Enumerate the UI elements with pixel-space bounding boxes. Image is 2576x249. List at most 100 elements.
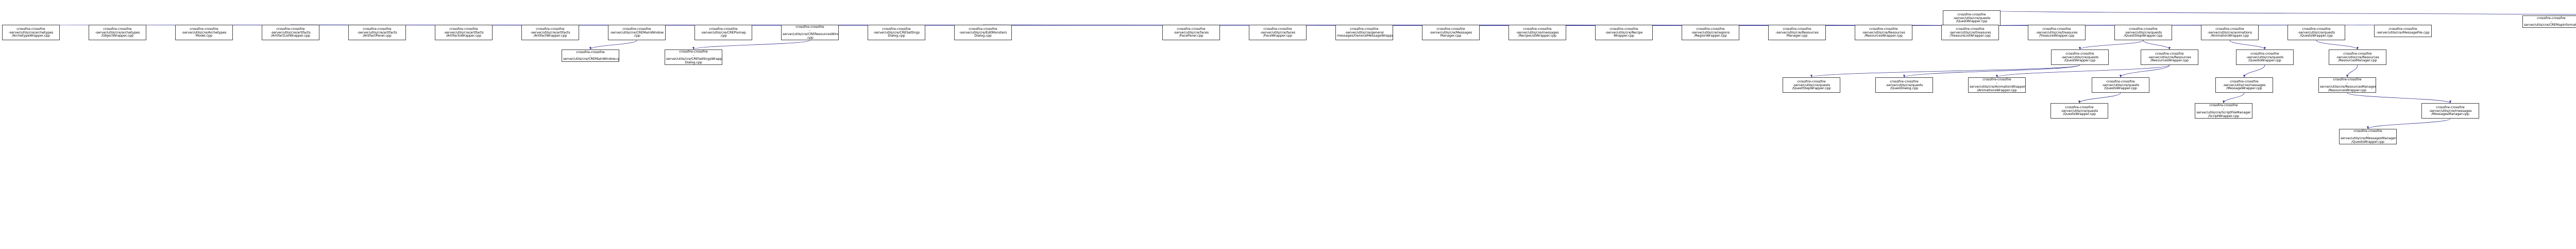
node-label: crossfire-crossfire -server/utils/cre/ge… [1337,26,1393,38]
graph-edge [2120,64,2170,78]
graph-node[interactable]: crossfire-crossfire -server/utils/cre/CR… [562,49,619,62]
node-label: crossfire-crossfire -server/utils/cre/Re… [2148,51,2191,63]
node-label: crossfire-crossfire -server/utils/cre/Re… [1862,26,1905,38]
node-label: crossfire-crossfire -server/utils/cre/me… [1516,26,1559,38]
graph-edge [2078,92,2121,104]
graph-node[interactable]: crossfire-crossfire -server/utils/cre/me… [1509,25,1566,40]
node-label: crossfire-crossfire -server/utils/cre/tr… [1949,26,1991,38]
node-label: crossfire-crossfire -server/utils/cre/an… [2207,26,2252,38]
node-label: crossfire-crossfire -server/utils/cre/ar… [95,26,140,38]
graph-node[interactable]: crossfire-crossfire -server/utils/cre/qu… [1875,77,1933,93]
node-label: crossfire-crossfire -server/utils/cre/Re… [1775,26,1819,38]
graph-node[interactable]: crossfire-crossfire -server/utils/cre/Sc… [2195,103,2252,119]
graph-node[interactable]: crossfire-crossfire -server/utils/cre/qu… [2050,103,2108,119]
graph-node[interactable]: crossfire-crossfire -server/utils/cre/qu… [1943,10,2001,26]
graph-edge [1996,64,2170,78]
node-label: crossfire-crossfire -server/utils/cre/qu… [2246,51,2284,63]
node-label: crossfire-crossfire -server/utils/cre/qu… [2124,26,2163,38]
graph-node[interactable]: crossfire-crossfire -server/utils/cre/CR… [781,25,839,40]
node-label: crossfire-crossfire -server/utils/cre/Me… [2376,27,2430,35]
node-label: crossfire-crossfire -server/utils/cre/Re… [2320,77,2376,92]
graph-node[interactable]: crossfire-crossfire -server/utils/cre/Re… [1595,25,1653,40]
graph-node[interactable]: crossfire-crossfire -server/utils/cre/ar… [2,25,60,40]
graph-node[interactable]: crossfire-crossfire -server/utils/cre/Ed… [954,25,1012,40]
graph-node[interactable]: crossfire-crossfire -server/utils/cre/Re… [1855,25,1912,40]
graph-node[interactable]: crossfire-crossfire -server/utils/cre/ar… [89,25,146,40]
node-label: crossfire-crossfire -server/utils/cre/CR… [873,26,920,38]
node-label: crossfire-crossfire -server/utils/cre/Re… [1605,26,1643,38]
node-label: crossfire-crossfire -server/utils/cre/Re… [2336,51,2379,63]
graph-node[interactable]: crossfire-crossfire -server/utils/cre/re… [1682,25,1739,40]
node-label: crossfire-crossfire -server/utils/cre/ar… [270,26,311,38]
node-label: crossfire-crossfire -server/utils/cre/qu… [2297,26,2335,38]
graph-node[interactable]: crossfire-crossfire -server/utils/cre/CR… [665,49,722,65]
graph-node[interactable]: crossfire-crossfire -server/utils/cre/Me… [2339,129,2397,144]
graph-node[interactable]: crossfire-crossfire -server/utils/cre/CR… [694,25,752,40]
graph-edge [2367,118,2451,129]
node-label: crossfire-crossfire -server/utils/cre/re… [1691,26,1730,38]
graph-edge [2347,92,2451,104]
node-label: crossfire-crossfire -server/utils/cre/qu… [1792,79,1831,91]
node-label: crossfire-crossfire -server/utils/cre/qu… [1953,12,1991,24]
node-label: crossfire-crossfire -server/utils/cre/An… [1970,77,2026,92]
node-label: crossfire-crossfire -server/utils/cre/qu… [2102,79,2140,91]
node-label: crossfire-crossfire -server/utils/cre/CR… [609,26,664,38]
graph-node[interactable]: crossfire-crossfire -server/utils/cre/CR… [2522,15,2576,28]
graph-node[interactable]: crossfire-crossfire -server/utils/cre/me… [2215,77,2273,93]
node-label: crossfire-crossfire -server/utils/cre/CR… [666,49,722,64]
graph-node[interactable]: crossfire-crossfire -server/utils/cre/Re… [1768,25,1826,40]
graph-node[interactable]: crossfire-crossfire -server/utils/cre/fa… [1249,25,1307,40]
node-label: crossfire-crossfire -server/utils/cre/qu… [2060,105,2098,117]
graph-node[interactable]: crossfire-crossfire -server/utils/cre/ar… [521,25,579,40]
graph-edge [2243,64,2265,78]
graph-edge [1810,64,2080,78]
node-label: crossfire-crossfire -server/utils/cre/Ed… [959,26,1007,38]
node-label: crossfire-crossfire -server/utils/cre/Me… [2341,129,2396,144]
graph-node[interactable]: crossfire-crossfire -server/utils/cre/qu… [2051,49,2109,65]
node-label: crossfire-crossfire -server/utils/cre/CR… [2524,15,2576,27]
graph-node[interactable]: crossfire-crossfire -server/utils/cre/tr… [1941,25,1999,40]
node-label: crossfire-crossfire -server/utils/cre/qu… [1885,79,1923,91]
node-label: crossfire-crossfire -server/utils/cre/CR… [701,26,746,38]
graph-node[interactable]: crossfire-crossfire -server/utils/cre/CR… [868,25,925,40]
graph-node[interactable]: crossfire-crossfire -server/utils/cre/Me… [2374,25,2432,37]
node-label: crossfire-crossfire -server/utils/cre/fa… [1173,26,1209,38]
node-label: crossfire-crossfire -server/utils/cre/Me… [1429,26,1472,38]
graph-node[interactable]: crossfire-crossfire -server/utils/cre/an… [2201,25,2259,40]
graph-node[interactable]: crossfire-crossfire -server/utils/cre/ar… [348,25,406,40]
graph-node[interactable]: crossfire-crossfire -server/utils/cre/qu… [1783,77,1840,93]
graph-node[interactable]: crossfire-crossfire -server/utils/cre/Re… [2318,77,2376,93]
graph-edge [692,40,810,50]
node-label: crossfire-crossfire -server/utils/cre/fa… [1260,26,1296,38]
node-label: crossfire-crossfire -server/utils/cre/ar… [357,26,397,38]
node-label: crossfire-crossfire -server/utils/cre/CR… [783,25,839,40]
graph-edge [2223,92,2245,104]
graph-node[interactable]: crossfire-crossfire -server/utils/cre/qu… [2236,49,2294,65]
node-label: crossfire-crossfire -server/utils/cre/CR… [563,49,619,61]
node-label: crossfire-crossfire -server/utils/cre/qu… [2061,51,2099,63]
node-label: crossfire-crossfire -server/utils/cre/ar… [8,26,54,38]
graph-edge [2079,40,2144,50]
graph-node[interactable]: crossfire-crossfire -server/utils/cre/ar… [262,25,319,40]
graph-node[interactable]: crossfire-crossfire -server/utils/cre/qu… [2114,25,2172,40]
graph-node[interactable]: crossfire-crossfire -server/utils/cre/ar… [435,25,493,40]
graph-node[interactable]: crossfire-crossfire -server/utils/cre/tr… [2028,25,2086,40]
graph-node[interactable]: crossfire-crossfire -server/utils/cre/me… [2421,103,2479,119]
node-label: crossfire-crossfire -server/utils/cre/ar… [530,26,570,38]
graph-node[interactable]: crossfire-crossfire -server/utils/cre/fa… [1162,25,1220,40]
graph-edge [1903,64,2080,78]
graph-node[interactable]: crossfire-crossfire -server/utils/cre/Re… [2141,49,2198,65]
graph-node[interactable]: crossfire-crossfire -server/utils/cre/Me… [1422,25,1480,40]
graph-node[interactable]: crossfire-crossfire -server/utils/cre/An… [1968,77,2026,93]
node-label: crossfire-crossfire -server/utils/cre/tr… [2036,26,2078,38]
node-label: crossfire-crossfire -server/utils/cre/Sc… [2196,103,2251,118]
graph-node[interactable]: crossfire-crossfire -server/utils/cre/ge… [1335,25,1393,40]
graph-node[interactable]: crossfire-crossfire -server/utils/cre/qu… [2092,77,2149,93]
graph-node[interactable]: crossfire-crossfire -server/utils/cre/Ar… [175,25,233,40]
node-label: crossfire-crossfire -server/utils/cre/ar… [444,26,484,38]
graph-node[interactable]: crossfire-crossfire -server/utils/cre/CR… [608,25,666,40]
graph-node[interactable]: crossfire-crossfire -server/utils/cre/Re… [2329,49,2386,65]
graph-edge [2316,40,2359,50]
graph-node[interactable]: crossfire-crossfire -server/utils/cre/qu… [2287,25,2345,40]
